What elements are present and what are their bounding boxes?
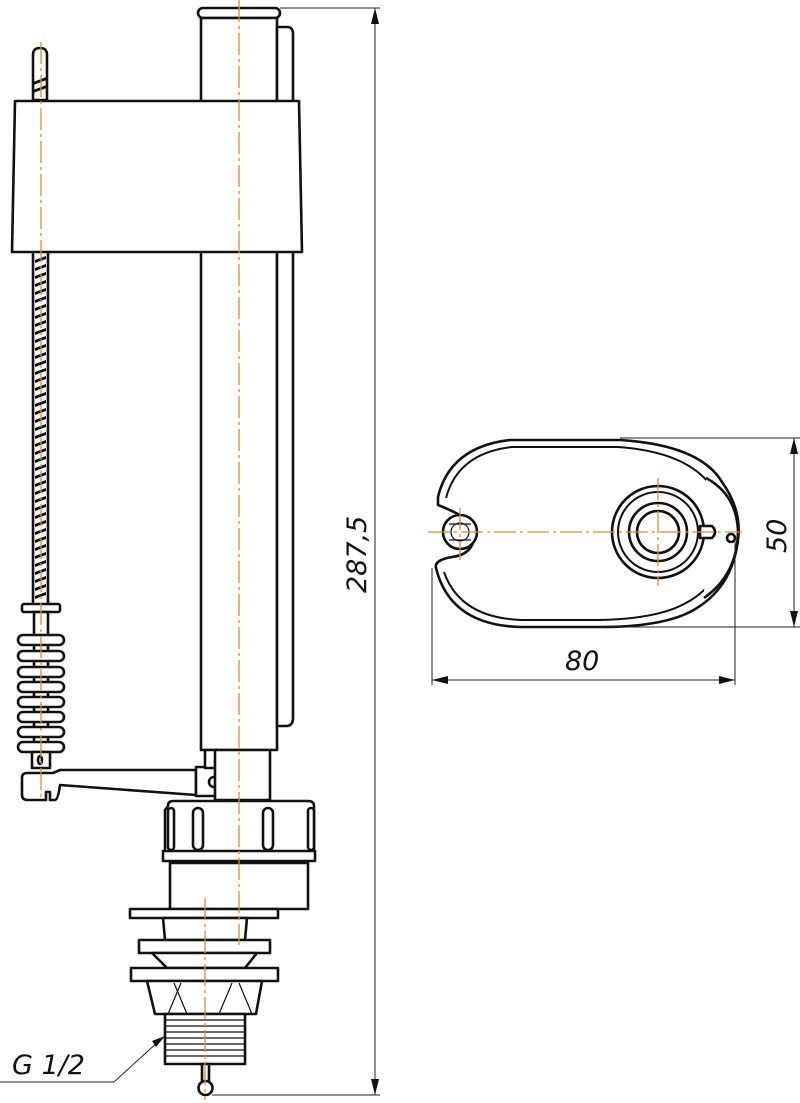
mounting-flange (128, 907, 280, 1016)
height-dimension-label: 287,5 (342, 516, 373, 593)
width-dimension-label: 80 (565, 646, 599, 677)
lever-arm (20, 748, 228, 802)
depth-dimension-label: 50 (762, 519, 793, 553)
thread-callout-label: G 1/2 (12, 1050, 85, 1081)
thread-callout: G 1/2 (0, 1036, 165, 1083)
side-view: 287,5 G 1/2 (0, 0, 380, 1100)
valve-body (213, 748, 272, 802)
width-dimension: 80 (431, 540, 736, 685)
top-view: 80 50 (428, 437, 800, 685)
depth-dimension: 50 (600, 437, 800, 628)
float-body (10, 99, 304, 254)
height-dimension: 287,5 (212, 7, 380, 1096)
